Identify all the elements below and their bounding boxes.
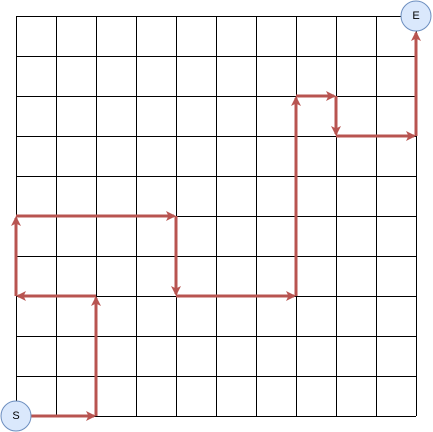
- end-node-circle: [400, 0, 432, 32]
- end-node: E: [400, 0, 432, 32]
- route-path: [11, 31, 421, 421]
- start-node-label: S: [12, 410, 19, 422]
- start-node-circle: [0, 400, 32, 432]
- end-node-label: E: [412, 10, 419, 22]
- start-node: S: [0, 400, 32, 432]
